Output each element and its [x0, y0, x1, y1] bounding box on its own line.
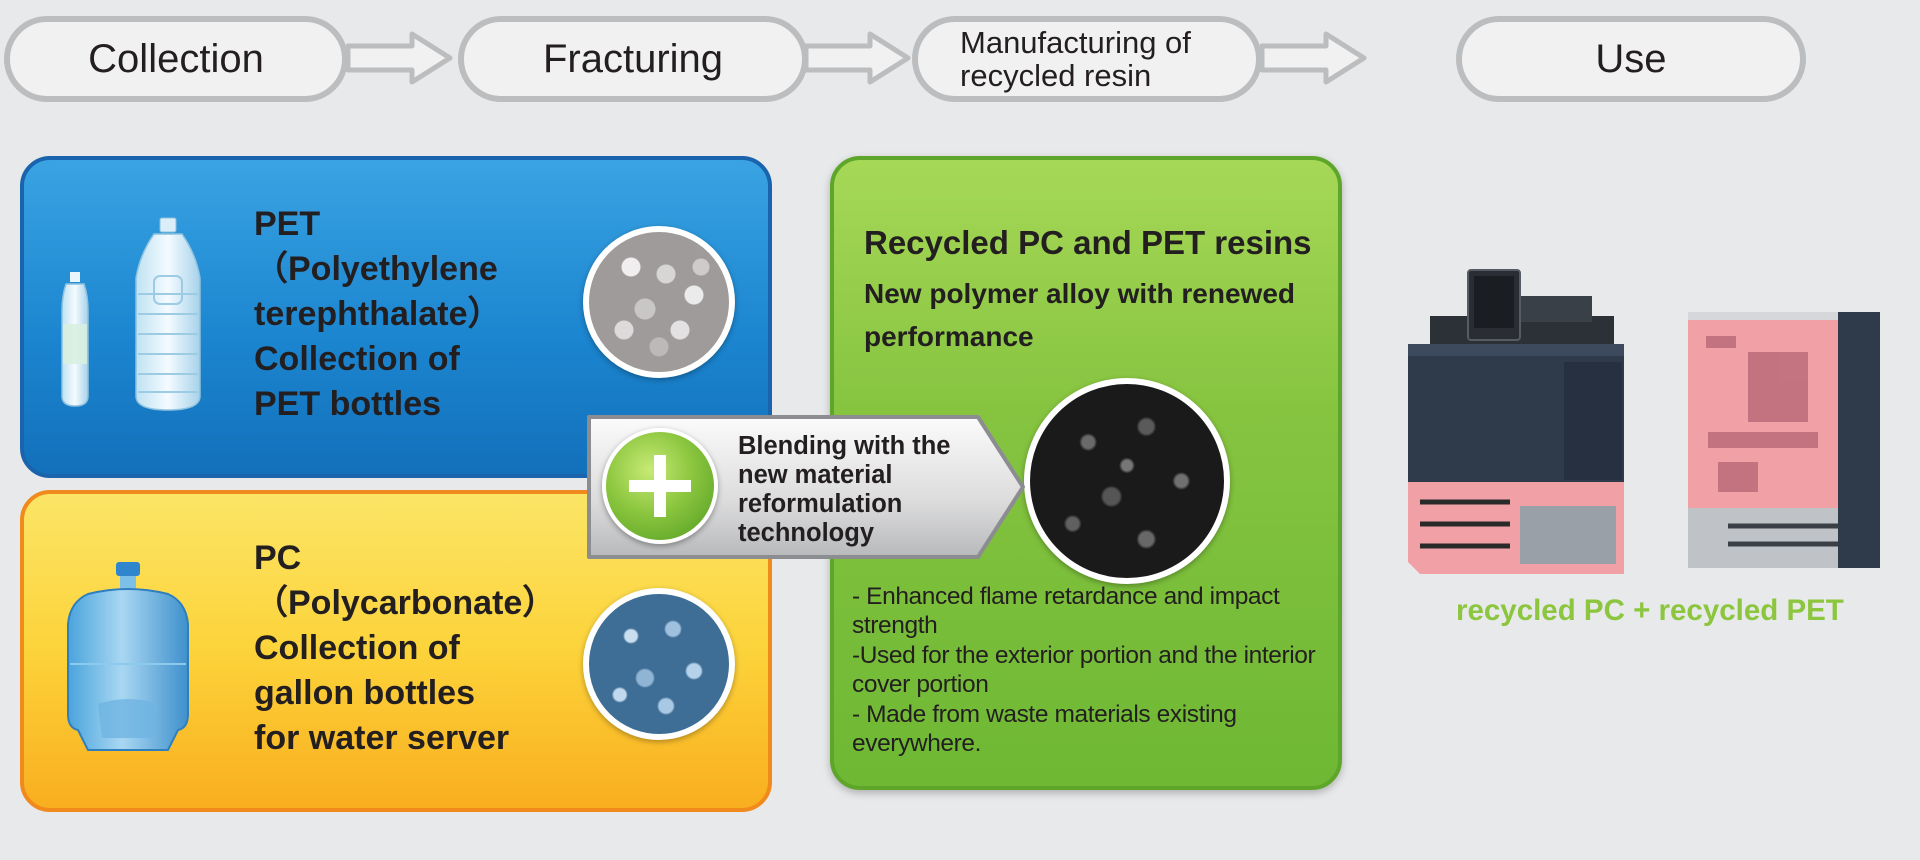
step-label: Fracturing [542, 36, 724, 81]
result-bullets: - Enhanced flame retardance and impact s… [852, 582, 1342, 759]
pc-flakes-image [583, 588, 735, 740]
plus-icon [602, 428, 718, 544]
pet-flakes-image [583, 226, 735, 378]
blending-line3: reformulation [738, 490, 903, 518]
step-collection: Collection [4, 16, 348, 102]
pc-title: PC [254, 539, 302, 577]
result-bullet: - Enhanced flame retardance and impact s… [852, 583, 1280, 639]
pet-panel-text: PET （Polyethylene terephthalate） Collect… [254, 202, 502, 427]
pc-collection-line1: Collection of [254, 629, 460, 667]
printer-icon [1408, 269, 1624, 574]
result-subtitle: New polymer alloy with renewed performan… [864, 278, 1296, 352]
pc-collection-line3: for water server [254, 719, 510, 757]
arrow-right-icon [804, 31, 911, 85]
result-bullet: - Made from waste materials existing eve… [852, 701, 1237, 757]
step-label: Collection [88, 36, 264, 81]
pc-collection-line2: gallon bottles [254, 674, 475, 712]
step-label-line1: Manufacturing of [960, 25, 1191, 60]
blending-line1: Blending with the [738, 432, 951, 460]
result-title: Recycled PC and PET resins [864, 224, 1312, 261]
pet-bottle-icon [61, 217, 201, 411]
recycled-resin-pellets-image [1024, 378, 1230, 584]
pet-name-line1: （Polyethylene [254, 250, 498, 288]
blending-text: Blending with the new material reformula… [738, 432, 998, 548]
gallon-bottle-icon [67, 562, 189, 751]
pc-name: （Polycarbonate） [254, 584, 557, 622]
arrow-right-icon [346, 31, 453, 85]
pet-title: PET [254, 205, 321, 243]
pet-name-line2: terephthalate） [254, 295, 502, 333]
pet-collection-line2: PET bottles [254, 385, 442, 423]
pet-collection-line1: Collection of [254, 340, 460, 378]
step-manufacturing: Manufacturing of recycled resin [912, 16, 1262, 102]
arrow-right-icon [1260, 31, 1367, 85]
step-label-line2: recycled resin [960, 58, 1152, 93]
pc-panel-text: PC （Polycarbonate） Collection of gallon … [254, 536, 556, 761]
blending-line2: new material [738, 461, 893, 489]
step-fracturing: Fracturing [458, 16, 808, 102]
printer-interior-icon [1688, 312, 1880, 568]
use-caption: recycled PC + recycled PET [1456, 594, 1844, 627]
blending-line4: technology [738, 519, 875, 547]
result-bullet: -Used for the exterior portion and the i… [852, 642, 1316, 698]
step-label: Use [1595, 36, 1667, 81]
step-use: Use [1456, 16, 1806, 102]
